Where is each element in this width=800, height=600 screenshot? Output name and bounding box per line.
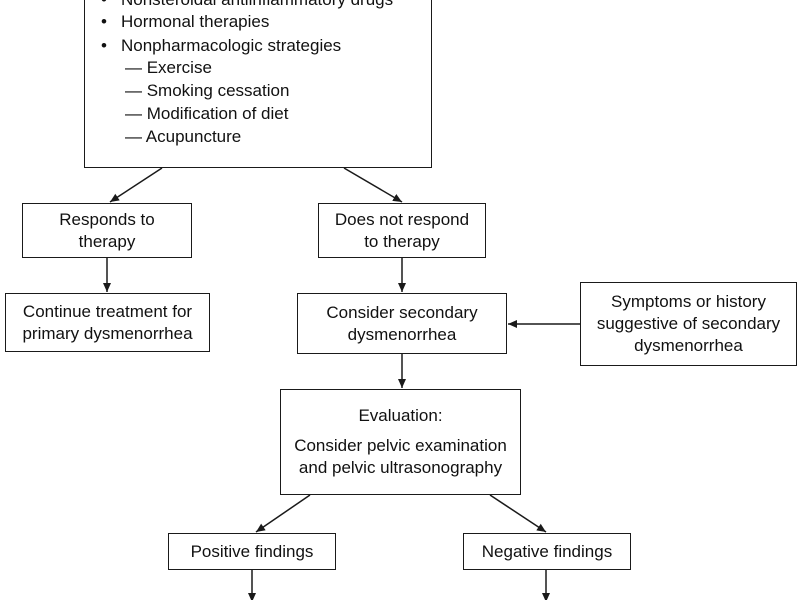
edge-evaluation-to-negative: [489, 494, 547, 533]
node-line: Consider secondary: [326, 302, 478, 322]
node-line: and pelvic ultrasonography: [298, 458, 503, 477]
node-line: suggestive of secondary: [596, 314, 781, 333]
node-positive-findings: Positive findings: [168, 533, 336, 570]
node-line: dysmenorrhea: [347, 324, 457, 344]
node-line: Symptoms or history: [611, 292, 766, 311]
bullet-glyph: •: [101, 0, 107, 11]
node-responds-to-therapy: Responds to therapy: [22, 203, 192, 258]
bullet-glyph: •: [101, 12, 107, 31]
bullet-glyph: •: [101, 36, 107, 55]
sub-item-diet: — Modification of diet: [125, 104, 289, 123]
edge-evaluation-to-positive: [255, 494, 311, 533]
node-evaluation: Evaluation: Consider pelvic examination …: [280, 389, 521, 495]
edge-top-to-not-respond: [343, 167, 403, 203]
node-line: Consider pelvic examination: [294, 436, 507, 455]
node-line: Does not respond: [334, 209, 470, 229]
node-negative-findings: Negative findings: [463, 533, 631, 570]
node-continue-treatment: Continue treatment for primary dysmenorr…: [5, 293, 210, 352]
node-line: primary dysmenorrhea: [22, 323, 193, 343]
treatment-options-box: • Nonsteroidal antiinflammatory drugs • …: [84, 0, 432, 168]
node-line: dysmenorrhea: [634, 336, 743, 355]
node-line: Positive findings: [190, 541, 314, 561]
sub-item-smoking: — Smoking cessation: [125, 81, 290, 100]
sub-item-acupuncture: — Acupuncture: [125, 127, 242, 146]
edge-top-to-responds: [109, 167, 163, 203]
node-line: Responds to: [59, 209, 155, 229]
node-symptoms-history: Symptoms or history suggestive of second…: [580, 282, 797, 366]
node-line: to therapy: [364, 231, 440, 251]
bullet-text-nsaids: Nonsteroidal antiinflammatory drugs: [121, 0, 393, 11]
node-line: Continue treatment for: [22, 301, 193, 321]
sub-item-exercise: — Exercise: [125, 58, 212, 77]
node-consider-secondary: Consider secondary dysmenorrhea: [297, 293, 507, 354]
node-line: therapy: [78, 231, 136, 251]
node-does-not-respond: Does not respond to therapy: [318, 203, 486, 258]
bullet-text-nonpharm: Nonpharmacologic strategies: [121, 36, 342, 55]
node-line: Negative findings: [481, 541, 613, 561]
node-line: Evaluation:: [358, 406, 443, 425]
bullet-text-hormonal: Hormonal therapies: [121, 12, 270, 31]
